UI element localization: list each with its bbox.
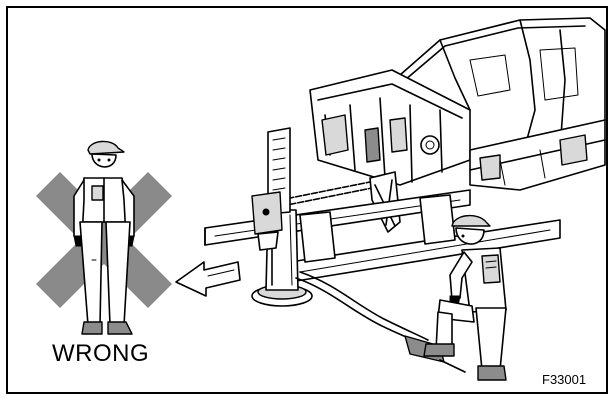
kneeling-operator xyxy=(423,215,507,381)
left-arrow-icon xyxy=(175,261,241,297)
figure-id: F33001 xyxy=(542,372,587,387)
car-body xyxy=(309,17,606,191)
pulling-tower xyxy=(251,127,313,307)
x-cross-icon xyxy=(36,172,172,308)
standing-worker xyxy=(73,140,135,335)
wrong-label: WRONG xyxy=(52,340,150,367)
